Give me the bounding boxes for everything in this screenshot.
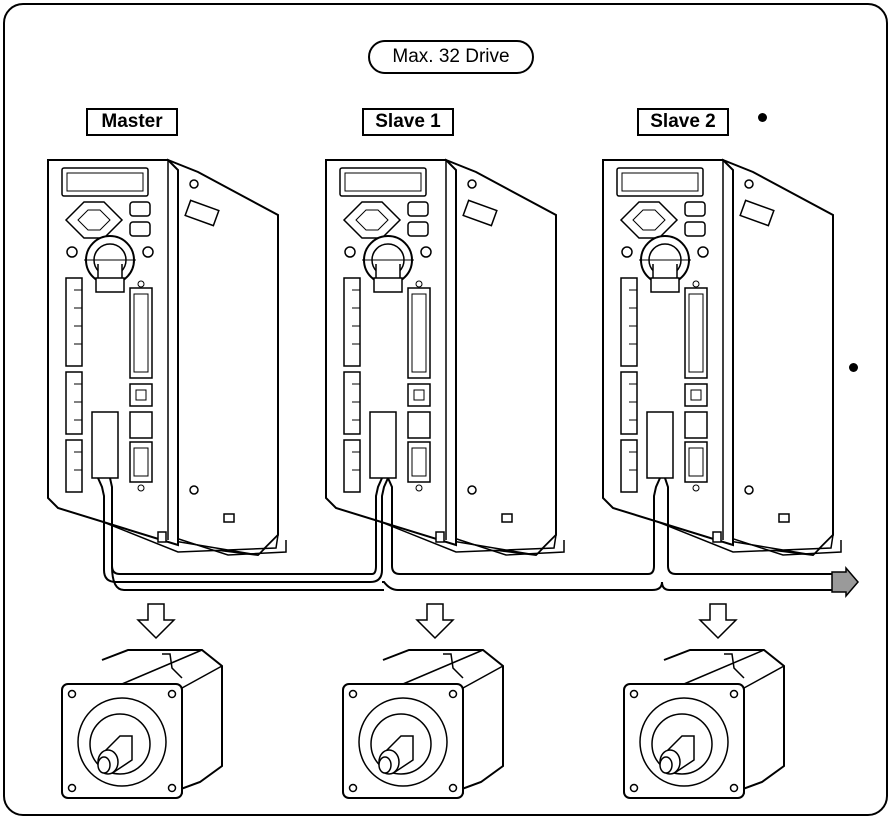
- slave-2-drive-icon: [602, 159, 842, 556]
- slave-1-servo-motor-icon: [342, 649, 504, 799]
- down-arrow-icon: [699, 603, 737, 639]
- max-drive-title: Max. 32 Drive: [368, 40, 534, 74]
- down-arrow-icon: [416, 603, 454, 639]
- communication-cable: [97, 477, 832, 591]
- master-drive-icon: [47, 159, 287, 556]
- master-label: Master: [86, 108, 178, 136]
- ellipsis-dot: [758, 113, 767, 122]
- slave-1-label: Slave 1: [362, 108, 454, 136]
- slave-2-label: Slave 2: [637, 108, 729, 136]
- diagram-frame: [3, 3, 888, 816]
- down-arrow-icon: [137, 603, 175, 639]
- continuation-arrow-icon: [831, 565, 859, 599]
- slave-1-drive-icon: [325, 159, 565, 556]
- slave-2-servo-motor-icon: [623, 649, 785, 799]
- ellipsis-dot: [849, 363, 858, 372]
- master-servo-motor-icon: [61, 649, 223, 799]
